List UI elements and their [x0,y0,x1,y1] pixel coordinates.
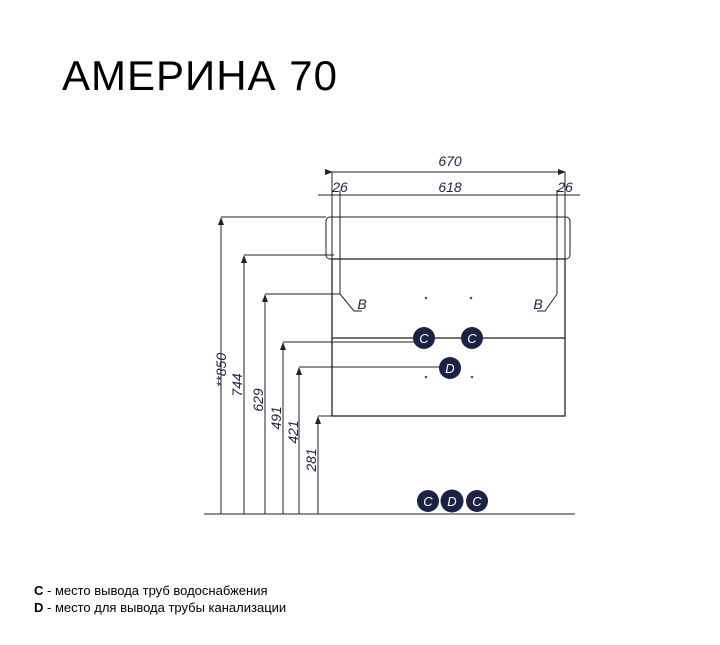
marker-d: D [445,361,454,376]
marker-c: C [467,331,477,346]
dim-491: 491 [268,406,284,429]
marker-d-floor: D [447,494,456,509]
dim-26-right: 26 [556,179,573,195]
dim-281: 281 [303,448,319,472]
dim-421: 421 [285,420,301,443]
dim-850: **850 [213,353,229,387]
page-title: АМЕРИНА 70 [62,52,338,99]
dim-670: 670 [438,153,462,169]
dim-744: 744 [229,373,245,397]
marker-b-right: B [533,296,542,312]
countertop [325,216,571,260]
marker-c-floor: C [423,494,433,509]
legend-d: D - место для вывода трубы канализации [34,600,287,615]
marker-c-floor: C [472,494,482,509]
dim-629: 629 [250,388,266,412]
dim-618: 618 [438,179,462,195]
dim-26-left: 26 [331,179,348,195]
marker-c: C [419,331,429,346]
marker-b-left: B [357,296,366,312]
legend-c: C - место вывода труб водоснабжения [34,583,268,598]
